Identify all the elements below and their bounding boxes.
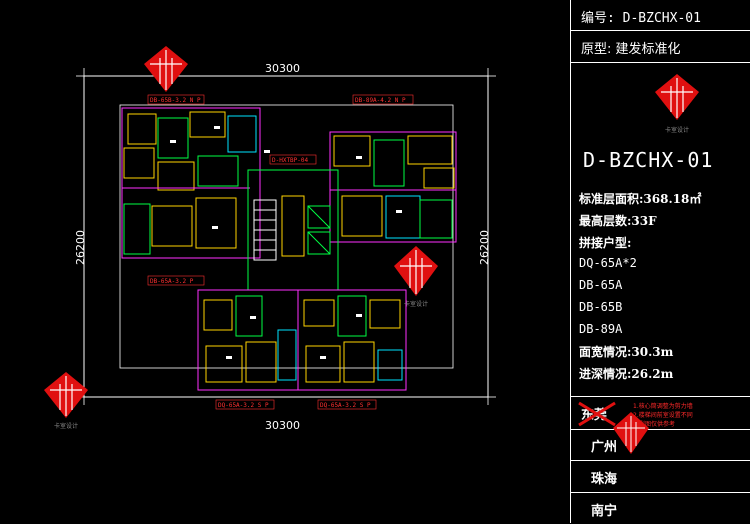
- dimension-lines: [76, 68, 496, 405]
- label-top-left-unit: DB-65B-3.2 N P: [150, 97, 201, 104]
- spec-unit-1: DQ-65A*2: [579, 256, 637, 270]
- note-2: 2.楼梯间前室设置不同: [633, 412, 693, 419]
- label-bottom-right-unit: DQ-65A-3.2 S P: [320, 402, 371, 409]
- label-left-unit: DB-65A-3.2 P: [150, 278, 194, 285]
- note-1: 1.核心筒调整为剪力墙: [633, 403, 693, 410]
- city-label: 南宁: [591, 504, 618, 519]
- dim-left: 26200: [74, 230, 87, 265]
- spec-width: 面宽情况:30.3m: [579, 345, 674, 359]
- floor-plan-svg: 30300 30300 26200 26200: [44, 46, 496, 432]
- city-row-guangzhou[interactable]: 广州: [571, 429, 750, 461]
- spec-unit-3: DB-65B: [579, 300, 623, 314]
- building-plan: [121, 107, 457, 391]
- label-core: D-HXTBP-04: [272, 157, 309, 164]
- unit-bottom-right: [297, 289, 407, 391]
- svg-text:卡室设计: 卡室设计: [665, 126, 689, 134]
- prototype-line: 原型: 建发标准化: [581, 42, 681, 57]
- spec-depth: 进深情况:26.2m: [579, 367, 674, 381]
- logo-stamp-center: 卡室设计: [394, 246, 438, 308]
- code-line: 编号: D-BZCHX-01: [581, 11, 701, 26]
- city-label: 珠海: [591, 472, 618, 487]
- svg-text:卡室设计: 卡室设计: [404, 300, 428, 308]
- spec-unit-4: DB-89A: [579, 322, 623, 336]
- big-code-title: D-BZCHX-01: [583, 148, 714, 172]
- label-bottom-left-unit: DQ-65A-3.2 S P: [218, 402, 269, 409]
- title-block-panel: 编号: D-BZCHX-01 原型: 建发标准化 卡室设计 D-BZCHX-01…: [570, 0, 750, 523]
- city-row-nanning[interactable]: 南宁: [571, 493, 750, 524]
- code-row: 编号: D-BZCHX-01: [571, 0, 750, 31]
- inner-boundary: [119, 104, 454, 369]
- spec-area: 标准层面积:368.18㎡: [579, 192, 702, 206]
- spec-unit-types-heading: 拼接户型:: [579, 236, 632, 250]
- spec-floors: 最高层数:33F: [579, 214, 657, 228]
- logo-stamp-left: 卡室设计: [44, 372, 88, 430]
- drawing-canvas[interactable]: 30300 30300 26200 26200: [0, 0, 570, 523]
- logo-stamp-top-left: [144, 46, 188, 92]
- unit-top-left: [121, 107, 261, 259]
- central-core: [247, 169, 339, 291]
- note-3: 户型图仅供参考: [633, 421, 676, 428]
- city-label: 广州: [591, 440, 618, 455]
- panel-logo: 卡室设计: [655, 74, 699, 134]
- unit-bottom-left: [197, 289, 299, 391]
- label-top-right-unit: DB-89A-4.2 N P: [355, 97, 406, 104]
- unit-top-right: [329, 131, 457, 243]
- cancel-stamp: 东莞: [578, 401, 616, 427]
- dim-bottom: 30300: [265, 419, 300, 432]
- panel-logo-small: [613, 412, 649, 454]
- outer-dimension-frame: [83, 75, 489, 398]
- unit-labels: DB-65B-3.2 N P DB-89A-4.2 N P D-HXTBP-04…: [147, 94, 414, 410]
- dim-top: 30300: [265, 62, 300, 75]
- notes-row: 东莞 1.核心筒调整为剪力墙 2.楼梯间前室设置不同 户型图仅供参考: [571, 396, 750, 430]
- prototype-row: 原型: 建发标准化: [571, 30, 750, 63]
- svg-text:卡室设计: 卡室设计: [54, 422, 78, 430]
- city-row-zhuhai[interactable]: 珠海: [571, 461, 750, 493]
- dim-right: 26200: [478, 230, 491, 265]
- spec-unit-2: DB-65A: [579, 278, 623, 292]
